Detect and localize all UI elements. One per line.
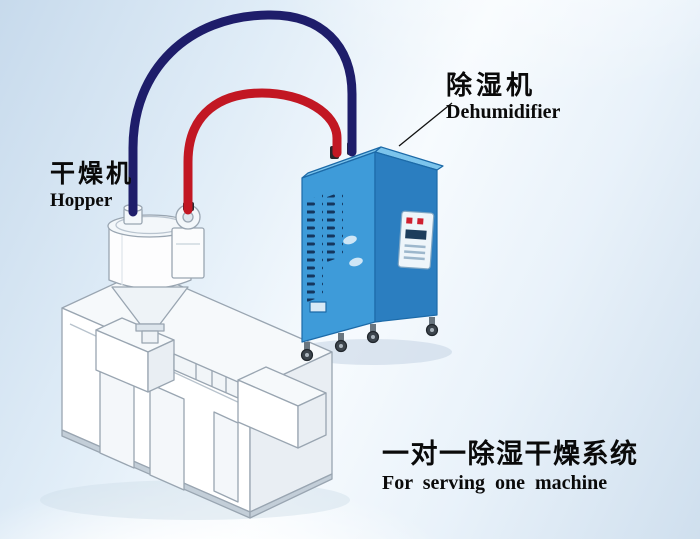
caption-title-cn: 一对一除湿干燥系统 [382, 439, 639, 469]
hopper-neck-flange [135, 323, 165, 332]
panel-text-line-1 [404, 244, 426, 249]
panel-button-red-1 [406, 217, 413, 224]
hopper-neck [141, 330, 159, 344]
extruder-base-bottom-edge-side [249, 473, 333, 519]
dehumidifier-cabinet [300, 142, 444, 362]
caption-title-en: For serving one machine [382, 472, 608, 495]
callout-dehumidifier: 除湿机 Dehumidifier [446, 72, 560, 123]
panel-display [405, 229, 427, 240]
panel-text-line-2 [404, 250, 426, 255]
callout-line-dehumidifier [398, 102, 453, 147]
blue-air-hose [128, 10, 357, 217]
hopper-label-en: Hopper [50, 190, 113, 212]
gearbox-side [147, 339, 175, 393]
oval-louver-1 [343, 235, 357, 245]
panel-button-red-2 [417, 218, 424, 225]
callout-hopper: 干燥机 Hopper [50, 161, 135, 212]
caster-wheel [366, 324, 380, 344]
dehumidifier-label-cn: 除湿机 [446, 71, 537, 100]
control-panel [397, 210, 435, 270]
panel-text-line-3 [403, 256, 425, 261]
caster-wheel [334, 333, 348, 353]
dehumidifier-label-en: Dehumidifier [446, 101, 561, 124]
control-panel-plate [397, 210, 435, 270]
oval-louver-2 [349, 257, 363, 267]
caster-wheel [300, 342, 314, 362]
extruder-door-panel-3 [213, 411, 239, 503]
vent-grille-left [307, 194, 323, 302]
extruder-door-panel-2 [149, 383, 185, 491]
casters [300, 317, 439, 362]
caption: 一对一除湿干燥系统 For serving one machine [382, 440, 639, 494]
red-air-hose [183, 88, 342, 215]
caster-wheel [425, 317, 439, 337]
die-head-side [297, 392, 327, 449]
vent-grille-right [327, 191, 343, 262]
extruder-machine [61, 269, 333, 519]
loader-body [171, 227, 205, 279]
hopper-label-cn: 干燥机 [50, 161, 135, 188]
cabinet-nameplate [309, 301, 327, 313]
